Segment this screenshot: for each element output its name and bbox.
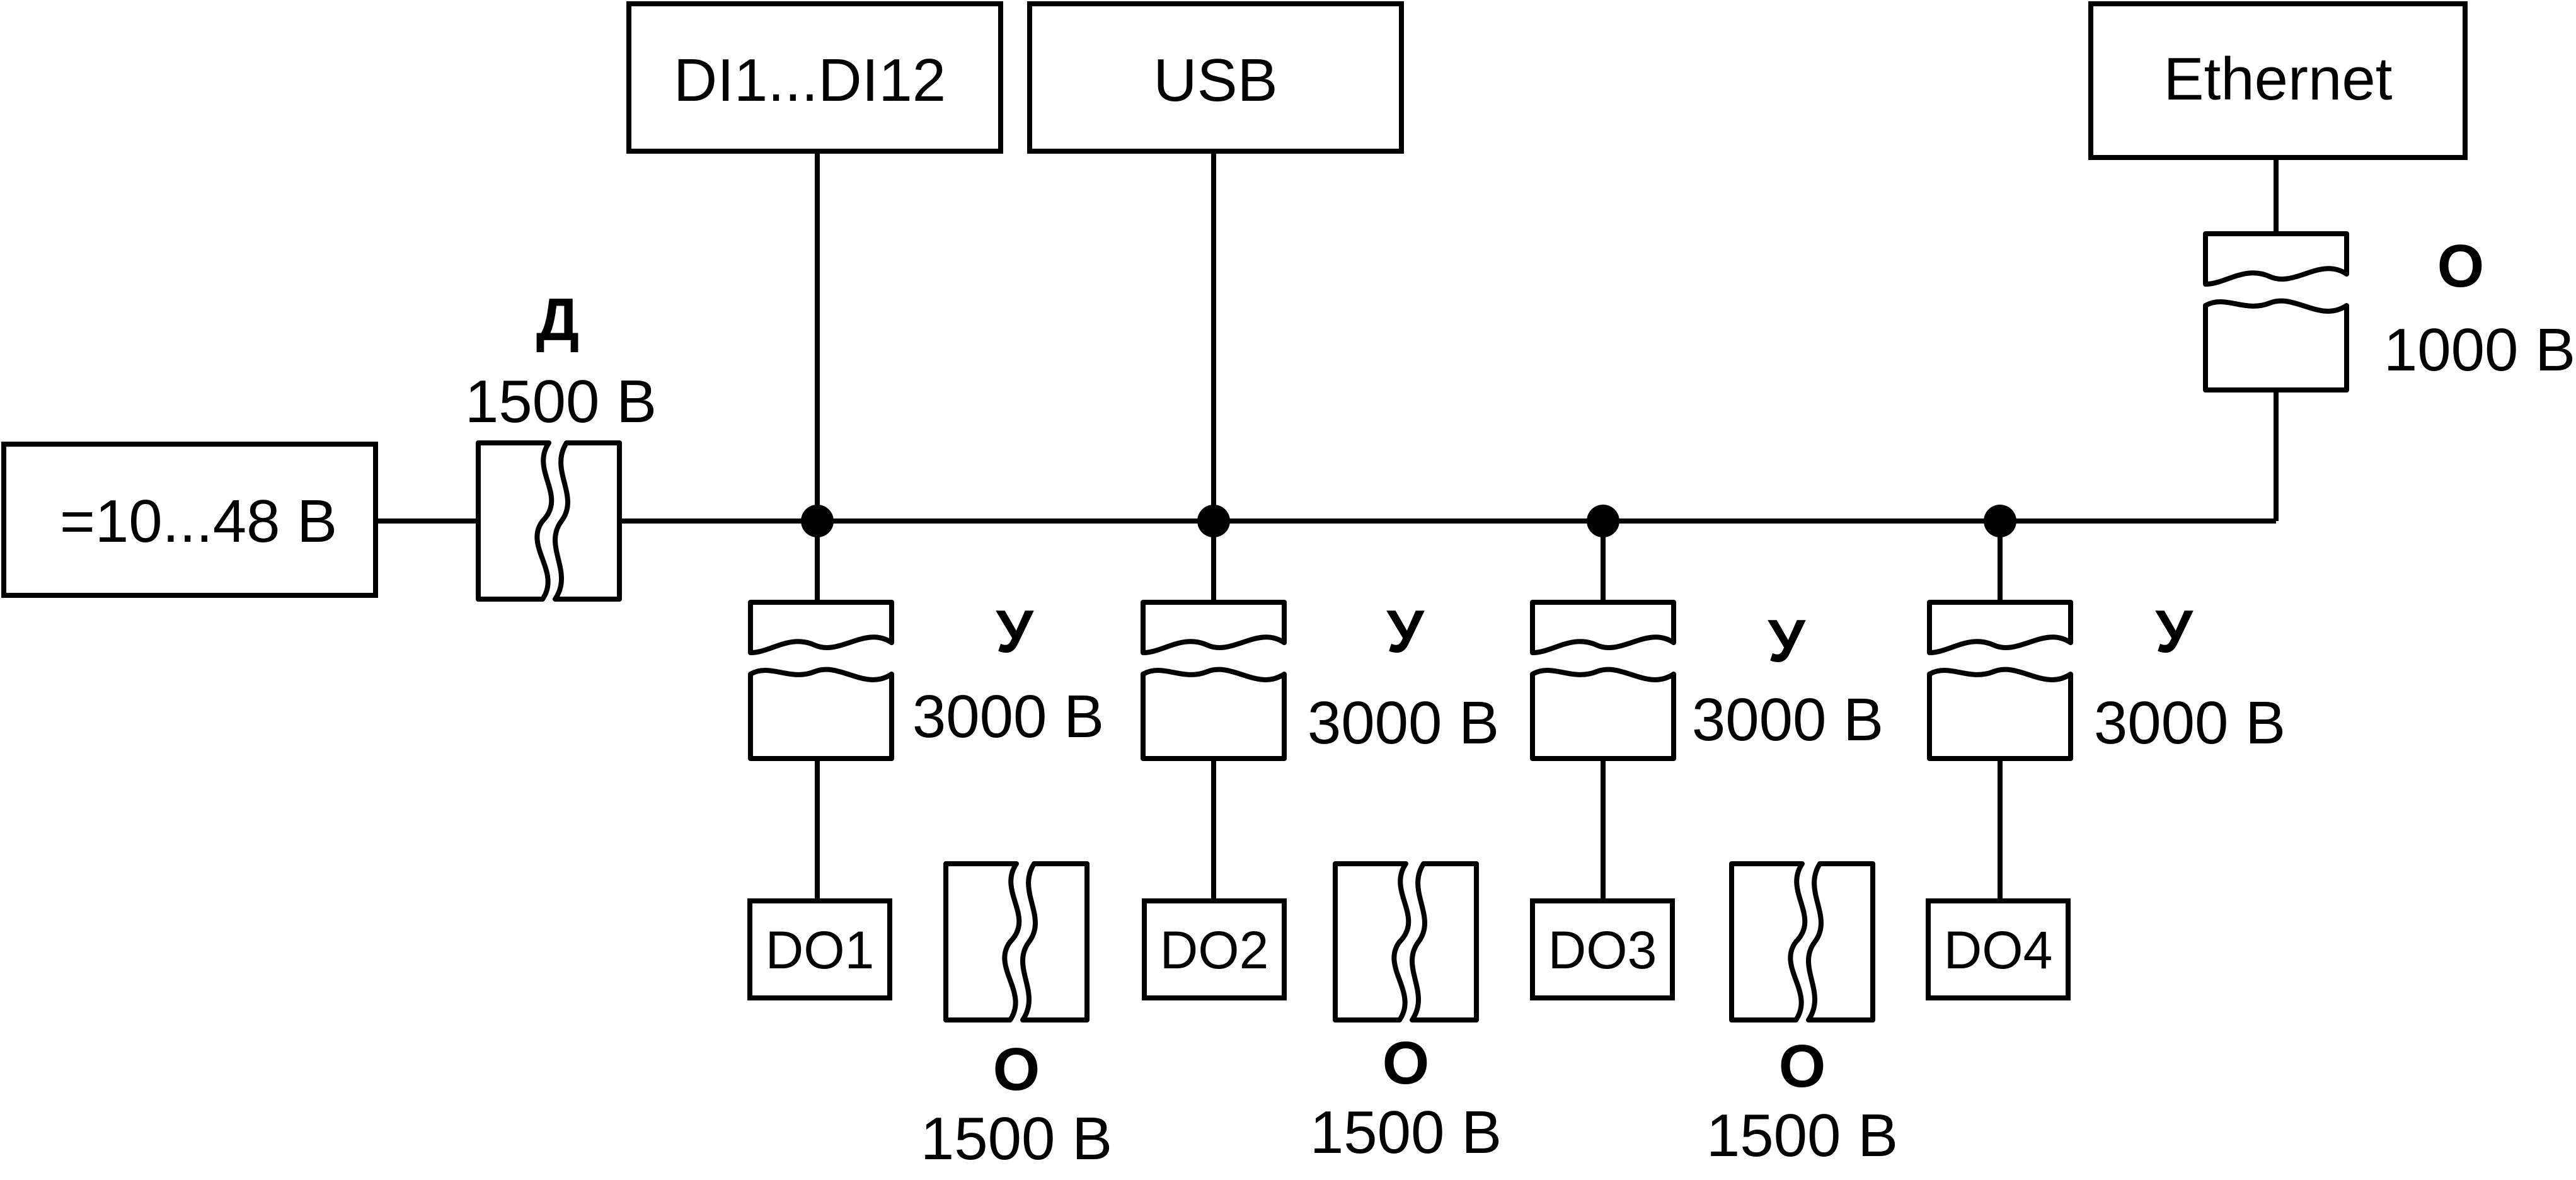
- isolation-voltage-do3-do4: 1500 В: [1706, 1102, 1898, 1169]
- isolation-voltage-do3: 3000 В: [1692, 686, 1883, 753]
- isolation-voltage-do1-do2: 1500 В: [921, 1105, 1112, 1172]
- isolation-type-do1: У: [996, 598, 1034, 665]
- do1-label: DO1: [766, 920, 875, 980]
- do4-block: DO4: [1926, 898, 2071, 1000]
- isolation-type-do3-do4: О: [1779, 1033, 1826, 1100]
- isolation-voltage-do1: 3000 В: [912, 683, 1104, 750]
- power-block: =10...48 В: [1, 442, 378, 598]
- isolation-type-do1-do2: О: [993, 1036, 1040, 1103]
- do1-block: DO1: [747, 898, 892, 1000]
- do3-block: DO3: [1530, 898, 1675, 1000]
- do3-label: DO3: [1548, 920, 1657, 980]
- isolation-barrier-power: Д 1500 В: [465, 286, 657, 599]
- usb-label: USB: [1153, 47, 1277, 114]
- junction-dot-do4: [1984, 505, 2016, 537]
- ethernet-label: Ethernet: [2164, 45, 2393, 113]
- isolation-barrier-do1-do2: О 1500 В: [921, 864, 1112, 1172]
- isolation-barrier-do3: У 3000 В: [1532, 602, 1883, 759]
- isolation-barrier-do3-do4: О 1500 В: [1706, 864, 1898, 1169]
- do2-block: DO2: [1142, 898, 1287, 1000]
- junction-dot-do3: [1587, 505, 1619, 537]
- isolation-voltage-do2-do3: 1500 В: [1310, 1099, 1502, 1166]
- isolation-voltage-do4: 3000 В: [2094, 689, 2286, 757]
- isolation-barrier-do2-do3: О 1500 В: [1310, 864, 1502, 1166]
- junction-dot-di: [801, 505, 834, 537]
- isolation-type-do4: У: [2155, 598, 2194, 665]
- di-label: DI1...DI12: [674, 47, 946, 114]
- isolation-barrier-do2: У 3000 В: [1143, 598, 1499, 759]
- junction-dot-usb: [1197, 505, 1230, 537]
- isolation-barrier-do4: У 3000 В: [1929, 598, 2286, 759]
- power-label: =10...48 В: [60, 488, 337, 555]
- isolation-voltage-ethernet: 1000 В: [2384, 316, 2575, 384]
- isolation-voltage-power: 1500 В: [465, 368, 657, 435]
- isolation-barrier-do1: У 3000 В: [750, 598, 1104, 759]
- isolation-type-do3: У: [1768, 607, 1806, 675]
- usb-block: USB: [1027, 1, 1404, 154]
- isolation-type-power: Д: [536, 286, 579, 353]
- isolation-type-do2: У: [1386, 598, 1425, 665]
- do4-label: DO4: [1944, 920, 2053, 980]
- ethernet-block: Ethernet: [2088, 1, 2468, 160]
- isolation-voltage-do2: 3000 В: [1308, 689, 1499, 757]
- isolation-type-do2-do3: О: [1383, 1029, 1430, 1097]
- isolation-type-ethernet: О: [2437, 232, 2485, 300]
- do2-label: DO2: [1160, 920, 1269, 980]
- isolation-barrier-ethernet: О 1000 В: [2205, 232, 2575, 390]
- di-block: DI1...DI12: [626, 1, 1003, 154]
